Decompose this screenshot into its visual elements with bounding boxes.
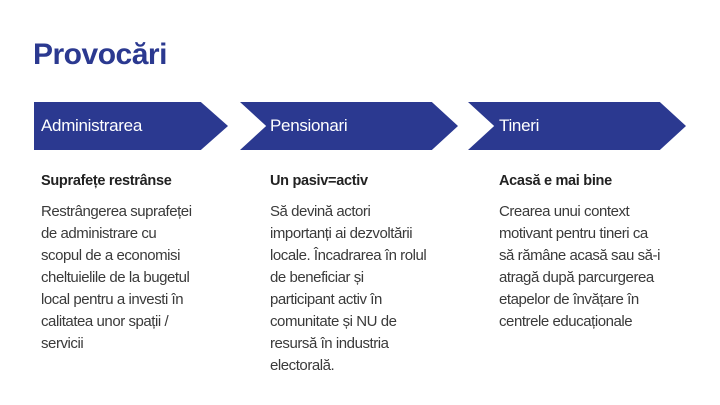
body-line: centrele educaționale <box>499 313 633 330</box>
column-body: Restrângerea suprafeței de administrare c… <box>41 201 241 355</box>
body-line: Crearea unui context <box>499 203 630 220</box>
step-label: Pensionari <box>270 116 348 135</box>
column-heading: Acasă e mai bine <box>499 173 612 189</box>
chevron-step-pensionari: Pensionari <box>240 102 458 150</box>
body-line: scopul de a economisi <box>41 247 180 264</box>
column-body: Crearea unui context motivant pentru tine… <box>499 201 699 333</box>
body-line: importanți ai dezvoltării <box>270 225 413 242</box>
body-line: resursă în industria <box>270 335 389 352</box>
chevron-step-tineri: Tineri <box>468 102 686 150</box>
column-heading: Suprafețe restrânse <box>41 173 172 189</box>
body-line: local pentru a investi în <box>41 291 184 308</box>
body-line: de administrare cu <box>41 225 157 242</box>
column-tineri: Acasă e mai bine Crearea unui context mot… <box>499 171 699 333</box>
column-body: Să devină actori importanți ai dezvoltări… <box>270 201 470 377</box>
slide-title: Provocări <box>33 38 167 71</box>
body-line: cheltuielile de la bugetul <box>41 269 190 286</box>
column-heading: Un pasiv=activ <box>270 173 368 189</box>
body-line: locale. Încadrarea în rolul <box>270 247 427 264</box>
chevron-step-administrarea: Administrarea <box>34 102 228 150</box>
body-line: comunitate și NU de <box>270 313 397 330</box>
body-line: participant activ în <box>270 291 382 308</box>
body-line: calitatea unor spații / <box>41 313 169 330</box>
step-label: Administrarea <box>41 116 142 135</box>
body-line: atragă după parcurgerea <box>499 269 654 286</box>
column-pensionari: Un pasiv=activ Să devină actori importanț… <box>270 171 470 377</box>
body-line: servicii <box>41 335 84 352</box>
body-line: etapelor de învățare în <box>499 291 639 308</box>
body-line: electorală. <box>270 357 335 374</box>
step-label: Tineri <box>499 116 540 135</box>
body-line: să rămâne acasă sau să-i <box>499 247 660 264</box>
column-administrarea: Suprafețe restrânse Restrângerea suprafe… <box>41 171 241 355</box>
body-line: motivant pentru tineri ca <box>499 225 648 242</box>
body-line: Restrângerea suprafeței <box>41 203 192 220</box>
body-line: Să devină actori <box>270 203 371 220</box>
body-line: de beneficiar și <box>270 269 364 286</box>
